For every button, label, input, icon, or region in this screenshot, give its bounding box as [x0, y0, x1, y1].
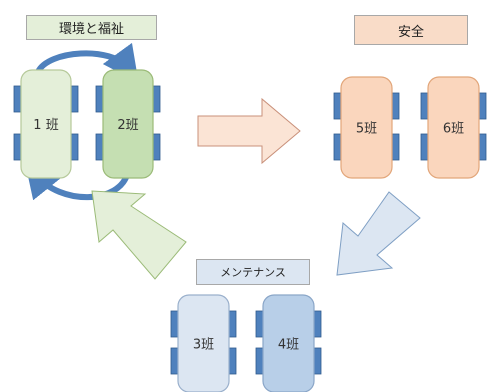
car-6: 6班	[420, 76, 487, 179]
car-body	[20, 69, 72, 179]
car-body	[340, 76, 393, 179]
rotation-arrow-top	[35, 42, 139, 83]
car-label: 2班	[117, 118, 138, 133]
environment-welfare-label: 環境と福祉	[26, 15, 157, 40]
car-label: 4班	[278, 338, 299, 353]
car-body	[262, 294, 315, 392]
car-1: 1 班	[13, 69, 79, 179]
arrow-to-maintenance	[336, 191, 421, 276]
car-label: 1 班	[33, 118, 58, 133]
arrow-to-environment	[91, 190, 187, 280]
car-2: 2班	[95, 69, 161, 179]
rotation-arrow-bottom	[24, 160, 131, 201]
arrow-to-safety	[197, 97, 301, 165]
maintenance-label: メンテナンス	[196, 259, 310, 285]
car-label: 3班	[193, 338, 214, 353]
car-5: 5班	[333, 76, 400, 179]
car-body	[177, 294, 230, 392]
car-label: 5班	[356, 122, 377, 137]
car-label: 6班	[443, 122, 464, 137]
car-3: 3班	[170, 294, 237, 392]
safety-label: 安全	[354, 15, 468, 45]
car-body	[427, 76, 480, 179]
car-4: 4班	[255, 294, 322, 392]
car-body	[102, 69, 154, 179]
